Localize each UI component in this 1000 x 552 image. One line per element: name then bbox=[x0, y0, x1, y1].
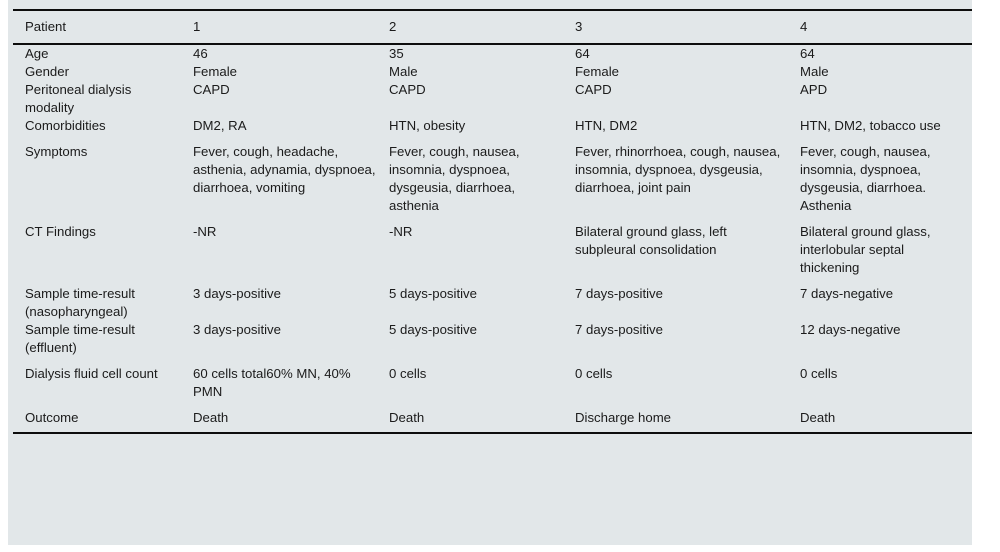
table-row: Gender Female Male Female Male bbox=[13, 63, 972, 81]
cell-patient-4: Death bbox=[800, 409, 972, 434]
cell-patient-2: 35 bbox=[389, 46, 404, 61]
row-label: Sample time-result (nasopharyngeal) bbox=[25, 286, 135, 319]
cell-patient-4: HTN, DM2, tobacco use bbox=[800, 118, 941, 133]
cell-patient-2: Death bbox=[389, 409, 575, 434]
table-row: Sample time-result (effluent) 3 days-posi… bbox=[13, 321, 972, 365]
cell-patient-3: 0 cells bbox=[575, 366, 613, 381]
cell-patient-1: Fever, cough, headache, asthenia, adynam… bbox=[193, 144, 376, 195]
table-header-row: Patient 1 2 3 4 bbox=[13, 9, 972, 45]
cell-patient-3: 7 days-positive bbox=[575, 286, 663, 301]
header-patient-4: 4 bbox=[800, 9, 972, 45]
cell-patient-2: 0 cells bbox=[389, 366, 427, 381]
cell-patient-3: CAPD bbox=[575, 82, 612, 97]
cell-patient-3: Female bbox=[575, 64, 619, 79]
cell-patient-3: 64 bbox=[575, 46, 590, 61]
cell-patient-4: 64 bbox=[800, 46, 815, 61]
header-patient-2: 2 bbox=[389, 9, 575, 45]
header-row-label: Patient bbox=[13, 9, 193, 45]
cell-patient-1: 60 cells total60% MN, 40% PMN bbox=[193, 366, 351, 399]
cell-patient-1: CAPD bbox=[193, 82, 230, 97]
cell-patient-4: 0 cells bbox=[800, 366, 838, 381]
table-background-panel bbox=[8, 0, 972, 545]
cell-patient-2: -NR bbox=[389, 224, 413, 239]
cell-patient-2: HTN, obesity bbox=[389, 118, 466, 133]
cell-patient-4: Fever, cough, nausea, insomnia, dyspnoea… bbox=[800, 144, 931, 213]
row-label: Outcome bbox=[13, 409, 193, 434]
row-label: Gender bbox=[25, 64, 69, 79]
row-label: CT Findings bbox=[25, 224, 96, 239]
table-header: Patient 1 2 3 4 bbox=[13, 9, 972, 45]
cell-patient-4: 7 days-negative bbox=[800, 286, 894, 301]
table-row: Sample time-result (nasopharyngeal) 3 day… bbox=[13, 285, 972, 321]
cell-patient-4: APD bbox=[800, 82, 828, 97]
cell-patient-1: -NR bbox=[193, 224, 217, 239]
table-row: Peritoneal dialysis modality CAPD CAPD CAPD… bbox=[13, 81, 972, 117]
table-row: Comorbidities DM2, RA HTN, obesity HTN, DM2… bbox=[13, 117, 972, 143]
row-label: Comorbidities bbox=[25, 118, 106, 133]
cell-patient-4: Male bbox=[800, 64, 829, 79]
cell-patient-3: Discharge home bbox=[575, 409, 800, 434]
table-row: Dialysis fluid cell count 60 cells total6… bbox=[13, 365, 972, 409]
cell-patient-3: HTN, DM2 bbox=[575, 118, 638, 133]
row-label: Symptoms bbox=[25, 144, 88, 159]
row-label: Sample time-result (effluent) bbox=[25, 322, 135, 355]
cell-patient-4: 12 days-negative bbox=[800, 322, 901, 337]
cell-patient-1: Death bbox=[193, 409, 389, 434]
cell-patient-2: 5 days-positive bbox=[389, 322, 477, 337]
cell-patient-1: DM2, RA bbox=[193, 118, 247, 133]
row-label: Dialysis fluid cell count bbox=[25, 366, 158, 381]
cell-patient-3: 7 days-positive bbox=[575, 322, 663, 337]
cell-patient-3: Bilateral ground glass, left subpleural … bbox=[575, 224, 727, 257]
cell-patient-2: Fever, cough, nausea, insomnia, dyspnoea… bbox=[389, 144, 520, 213]
header-patient-3: 3 bbox=[575, 9, 800, 45]
cell-patient-1: 3 days-positive bbox=[193, 286, 281, 301]
table-row: Age 46 35 64 64 bbox=[13, 44, 972, 63]
cell-patient-3: Fever, rhinorrhoea, cough, nausea, insom… bbox=[575, 144, 781, 195]
cell-patient-4: Bilateral ground glass, interlobular sep… bbox=[800, 224, 931, 275]
cell-patient-2: 5 days-positive bbox=[389, 286, 477, 301]
row-label: Peritoneal dialysis modality bbox=[25, 82, 132, 115]
cell-patient-1: 3 days-positive bbox=[193, 322, 281, 337]
table-row: CT Findings -NR -NR Bilateral ground glass,… bbox=[13, 223, 972, 285]
row-label: Age bbox=[25, 46, 49, 61]
cell-patient-2: Male bbox=[389, 64, 418, 79]
cell-patient-1: Female bbox=[193, 64, 237, 79]
cell-patient-2: CAPD bbox=[389, 82, 426, 97]
header-patient-1: 1 bbox=[193, 9, 389, 45]
cell-patient-1: 46 bbox=[193, 46, 208, 61]
table-row: Symptoms Fever, cough, headache, asthenia… bbox=[13, 143, 972, 223]
